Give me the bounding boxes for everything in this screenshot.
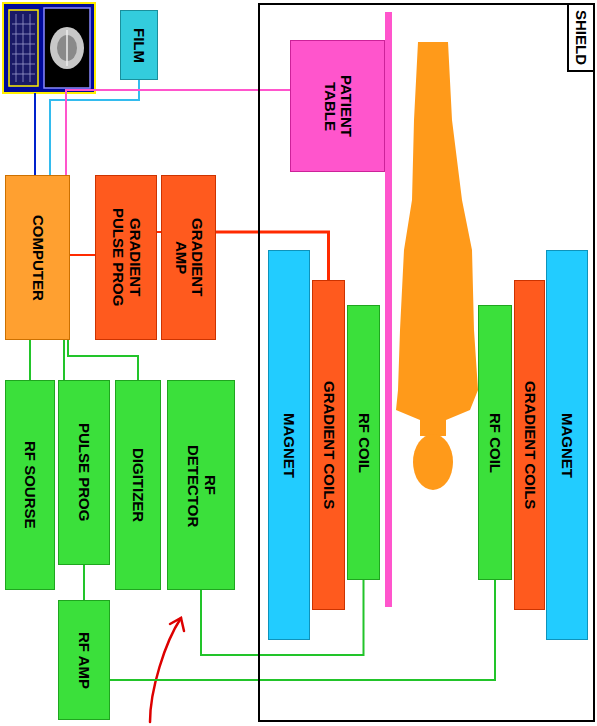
patient-body <box>396 42 478 436</box>
enclosure-label: SHIELD <box>567 5 594 72</box>
gradient-coil: GRADIENT COILS <box>312 280 345 610</box>
magnet: MAGNET <box>268 250 310 640</box>
gradient-coil: GRADIENT COILS <box>514 280 545 610</box>
box-label: PATIENT TABLE <box>321 66 354 146</box>
process-box: GRADIENT AMP <box>161 175 216 340</box>
box-label: RF DETECTOR <box>185 445 218 525</box>
box-label: GRADIENT PULSE PROG <box>110 198 143 318</box>
box-label: RF AMP <box>76 632 93 689</box>
box-label: DIGITIZER <box>130 448 147 522</box>
process-box: RF AMP <box>58 600 110 720</box>
magnet: MAGNET <box>546 250 588 640</box>
screen <box>44 8 90 88</box>
annotation-stroke <box>150 618 181 722</box>
box-label: RF COIL <box>487 413 504 473</box>
patient-head <box>413 434 453 490</box>
box-label: COMPUTER <box>29 215 46 301</box>
brain-image <box>50 27 84 69</box>
box-label: MAGNET <box>281 413 298 478</box>
keyboard <box>9 10 38 86</box>
patient-figure <box>396 42 478 490</box>
wire <box>66 90 290 175</box>
rf-coil: RF COIL <box>347 305 380 580</box>
annotation-arrow <box>150 618 184 722</box>
wire <box>68 340 138 380</box>
process-box: RF SOURSE <box>5 380 55 590</box>
box-label: RF COIL <box>355 413 372 473</box>
patient-table: PATIENT TABLE <box>290 40 385 172</box>
box-label: FILM <box>131 28 148 63</box>
process-box: GRADIENT PULSE PROG <box>95 175 157 340</box>
monitor-wire <box>34 93 36 175</box>
box-label: PULSE PROG <box>76 423 93 521</box>
box-label: GRADIENT COILS <box>320 381 337 509</box>
box-label: GRADIENT AMP <box>172 213 205 303</box>
wire <box>63 340 65 380</box>
wire <box>29 340 31 380</box>
computer-box: COMPUTER <box>5 175 70 340</box>
keyboard-keys <box>12 14 35 82</box>
wire <box>83 565 85 600</box>
wire <box>70 254 95 256</box>
box-label: RF SOURSE <box>22 441 39 529</box>
film-box: FILM <box>120 10 158 80</box>
box-label: MAGNET <box>559 413 576 478</box>
rf-coil: RF COIL <box>478 305 512 580</box>
annotation-head <box>170 618 184 631</box>
table-rail <box>385 12 392 607</box>
wire <box>50 80 139 175</box>
monitor-case <box>3 3 95 93</box>
process-box: RF DETECTOR <box>167 380 235 590</box>
brain-fissure <box>66 30 68 66</box>
process-box: DIGITIZER <box>115 380 161 590</box>
monitor <box>3 3 95 93</box>
process-box: PULSE PROG <box>58 380 110 565</box>
box-label: GRADIENT COILS <box>521 381 538 509</box>
shield-enclosure: PATIENT TABLE GRADIENT COILS RF COIL MAGNET… <box>258 3 595 722</box>
